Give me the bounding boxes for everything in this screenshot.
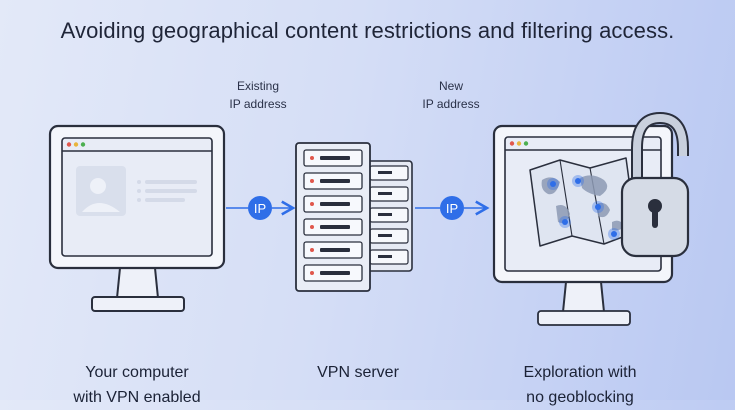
exploration-caption-line2: no geoblocking (526, 389, 634, 406)
your-computer-caption-line2: with VPN enabled (73, 389, 201, 406)
vpn-server-rack (295, 142, 413, 292)
open-padlock-icon (620, 111, 690, 258)
window-minimize-dot (73, 142, 79, 147)
window-close-dot (509, 141, 515, 146)
window-close-dot (66, 142, 72, 147)
existing-ip-label-line2: IP address (229, 97, 287, 111)
new-ip-label-line2: IP address (422, 97, 480, 111)
your-computer-caption: Your computer with VPN enabled (27, 360, 247, 410)
world-map-icon (529, 157, 637, 247)
exploration-caption: Exploration with no geoblocking (470, 360, 690, 410)
diagram-title: Avoiding geographical content restrictio… (60, 18, 675, 43)
monitor-stand (115, 267, 160, 299)
ip-badge-text-existing: IP (254, 201, 266, 216)
keyhole (648, 199, 662, 213)
your-computer-monitor (48, 124, 226, 312)
monitor-base (537, 310, 631, 326)
server-status-leds (310, 156, 314, 275)
monitor-base (91, 296, 185, 312)
diagram-graphics: IP (48, 111, 690, 326)
monitor-stand (561, 281, 606, 313)
ip-badge-existing: IP (248, 196, 272, 220)
ip-badge-text-new: IP (446, 201, 458, 216)
existing-ip-label-line1: Existing (236, 79, 280, 93)
vpn-server-caption: VPN server (317, 364, 399, 381)
existing-ip-label: Existing IP address (198, 77, 318, 113)
window-maximize-dot (80, 142, 86, 147)
window-minimize-dot (516, 141, 522, 146)
exploration-computer-monitor (492, 111, 690, 326)
new-ip-label: New IP address (391, 77, 511, 113)
back-server-rack (363, 160, 413, 272)
map-location-markers (547, 175, 620, 240)
text-placeholder-lines (137, 180, 197, 202)
front-server-rack (295, 142, 371, 292)
window-maximize-dot (523, 141, 529, 146)
exploration-caption-line1: Exploration with (523, 364, 637, 381)
ip-badge-new: IP (440, 196, 464, 220)
new-ip-label-line1: New (438, 79, 463, 93)
your-computer-caption-line1: Your computer (85, 364, 189, 381)
